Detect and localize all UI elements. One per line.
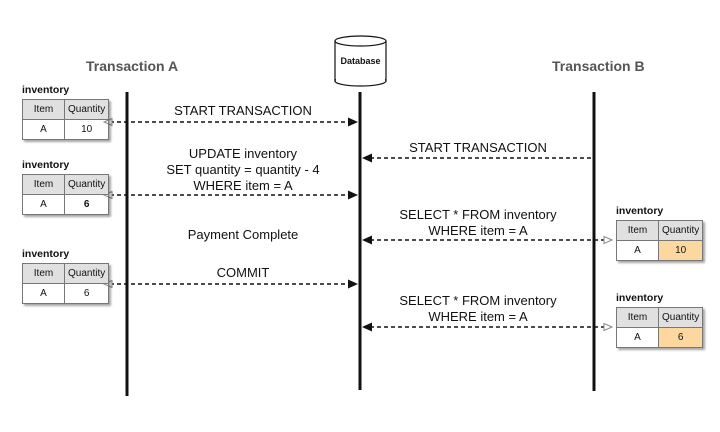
- col-item: Item: [22, 99, 65, 120]
- message-a-commit: COMMIT: [216, 265, 270, 280]
- header-transaction-b: Transaction B: [552, 58, 645, 74]
- update-line-2: SET quantity = quantity - 4: [166, 162, 320, 177]
- cell-quantity: 10: [63, 119, 110, 140]
- cell-quantity-highlight: 6: [657, 327, 704, 348]
- database-icon: [334, 35, 387, 87]
- cell-item: A: [22, 119, 65, 140]
- select2-line-2: WHERE item = A: [428, 309, 528, 324]
- header-database: Database: [340, 56, 381, 66]
- col-quantity: Quantity: [63, 99, 110, 120]
- cell-item: A: [22, 194, 65, 215]
- cell-quantity-highlight: 10: [657, 240, 704, 261]
- col-item: Item: [22, 174, 65, 195]
- message-b-start: START TRANSACTION: [409, 140, 547, 155]
- message-b-select-1: SELECT * FROM inventory WHERE item = A: [378, 207, 578, 239]
- table-b1-title: inventory: [616, 205, 664, 217]
- col-quantity: Quantity: [657, 307, 704, 328]
- message-b-select-2: SELECT * FROM inventory WHERE item = A: [378, 293, 578, 325]
- table-a1-title: inventory: [22, 84, 70, 96]
- update-line-1: UPDATE inventory: [188, 146, 298, 161]
- message-a-start: START TRANSACTION: [174, 103, 312, 118]
- col-quantity: Quantity: [63, 263, 110, 284]
- table-a3-title: inventory: [22, 248, 70, 260]
- col-item: Item: [616, 307, 659, 328]
- col-item: Item: [22, 263, 65, 284]
- select2-line-1: SELECT * FROM inventory: [399, 293, 557, 308]
- cell-quantity: 6: [63, 283, 110, 304]
- update-line-3: WHERE item = A: [193, 178, 293, 193]
- message-a-update: UPDATE inventory SET quantity = quantity…: [143, 146, 343, 194]
- col-quantity: Quantity: [63, 174, 110, 195]
- table-b2-title: inventory: [616, 292, 664, 304]
- select1-line-1: SELECT * FROM inventory: [399, 207, 557, 222]
- cell-item: A: [616, 327, 659, 348]
- cell-quantity: 6: [63, 194, 110, 215]
- cell-item: A: [22, 283, 65, 304]
- table-a2-title: inventory: [22, 159, 70, 171]
- select1-line-2: WHERE item = A: [428, 223, 528, 238]
- col-item: Item: [616, 220, 659, 241]
- message-payment-complete: Payment Complete: [187, 227, 299, 242]
- cell-item: A: [616, 240, 659, 261]
- col-quantity: Quantity: [657, 220, 704, 241]
- header-transaction-a: Transaction A: [86, 58, 179, 74]
